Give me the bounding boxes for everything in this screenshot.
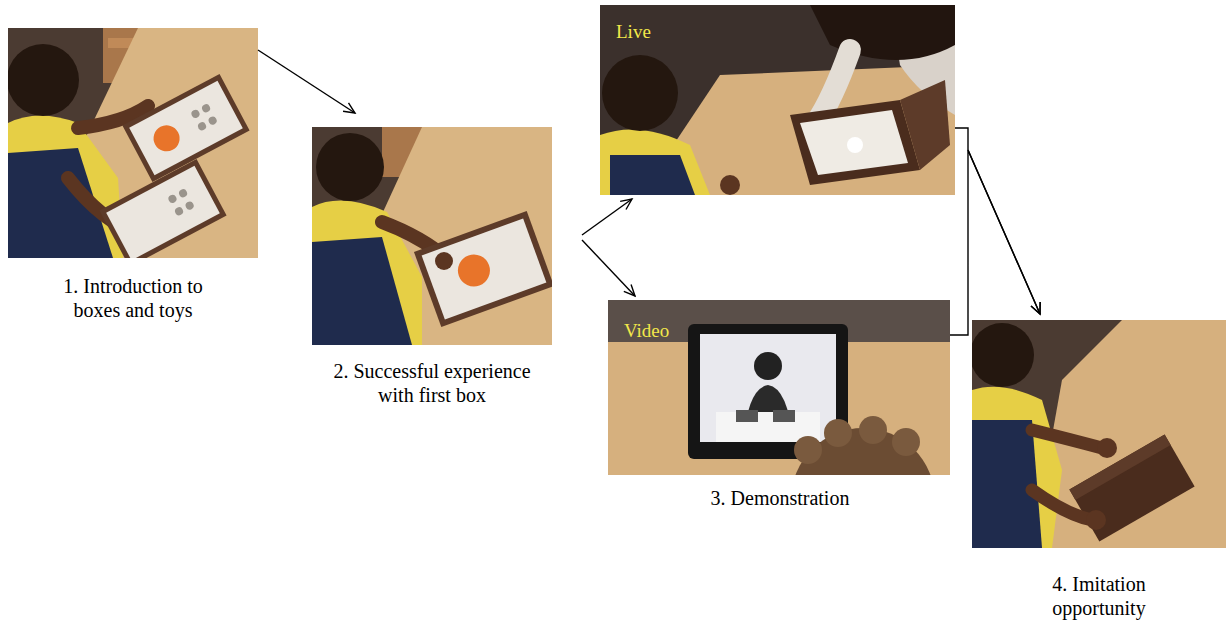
photo-panel: 4. Imitation opportunity	[972, 320, 1226, 548]
illustration-part	[8, 116, 123, 259]
illustration-part	[414, 211, 552, 327]
illustration-part	[810, 5, 955, 60]
illustration-part	[900, 80, 950, 170]
illustration-part	[736, 410, 758, 422]
section-caption: 3. Demonstration	[711, 486, 850, 510]
illustration-part	[1032, 320, 1226, 548]
illustration-part	[197, 121, 208, 132]
panel-caption: 4. Imitation opportunity	[1029, 572, 1169, 620]
illustration-part	[422, 219, 547, 320]
illustration-part	[99, 159, 226, 258]
illustration-part	[1097, 438, 1117, 458]
photo-video-demo	[608, 300, 950, 475]
illustration-part	[773, 410, 795, 422]
illustration-part	[207, 115, 218, 126]
illustration-part	[1032, 430, 1102, 448]
illustration-part	[201, 103, 212, 114]
illustration-part	[600, 129, 710, 195]
photo-panel: Live	[600, 5, 955, 195]
illustration-part	[312, 127, 552, 345]
illustration-part	[972, 387, 1062, 548]
panel-tag: Video	[624, 320, 669, 342]
illustration-part	[414, 211, 552, 327]
illustration-part	[190, 108, 201, 119]
illustration-part	[754, 352, 782, 380]
illustration-part	[174, 206, 185, 217]
illustration-part	[892, 428, 920, 456]
illustration-part	[610, 155, 695, 195]
illustration-part	[1032, 490, 1092, 520]
illustration-part	[106, 166, 220, 258]
photo-imitation	[972, 320, 1226, 548]
flow-arrow	[950, 150, 1040, 335]
illustration-part	[720, 175, 740, 195]
photo-intro	[8, 28, 258, 258]
illustration-part	[859, 416, 887, 444]
photo-panel: 1. Introduction to boxes and toys	[8, 28, 258, 258]
panel-caption: 2. Successful experience with first box	[325, 359, 540, 407]
panel-caption: 1. Introduction to boxes and toys	[48, 274, 218, 322]
illustration-part	[453, 250, 494, 291]
flow-arrow	[582, 199, 632, 235]
illustration-part	[700, 334, 836, 442]
illustration-part	[312, 237, 412, 345]
illustration-part	[790, 100, 920, 185]
illustration-part	[178, 188, 189, 199]
illustration-part	[688, 324, 848, 459]
illustration-part	[608, 300, 950, 475]
illustration-part	[972, 323, 1034, 387]
illustration-part	[129, 81, 243, 176]
illustration-part	[800, 110, 908, 175]
illustration-part	[99, 159, 226, 258]
flow-arrow	[582, 240, 635, 296]
illustration-part	[167, 193, 178, 204]
illustration-part	[435, 252, 453, 270]
photo-first-box	[312, 127, 552, 345]
panel-tag: Live	[616, 21, 651, 43]
photo-panel: Video	[608, 300, 950, 475]
illustration-part	[847, 137, 863, 153]
illustration-part	[312, 201, 422, 345]
illustration-part	[794, 436, 822, 464]
illustration-part	[149, 121, 184, 156]
illustration-part	[600, 5, 955, 195]
photo-panel: 2. Successful experience with first box	[312, 127, 552, 345]
illustration-part	[184, 200, 195, 211]
illustration-part	[824, 419, 852, 447]
illustration-part	[8, 44, 79, 116]
flow-arrow	[258, 50, 355, 113]
illustration-part	[602, 55, 678, 131]
illustration-part	[316, 133, 384, 201]
photo-live-demo	[600, 5, 955, 195]
illustration-part	[1086, 510, 1106, 530]
